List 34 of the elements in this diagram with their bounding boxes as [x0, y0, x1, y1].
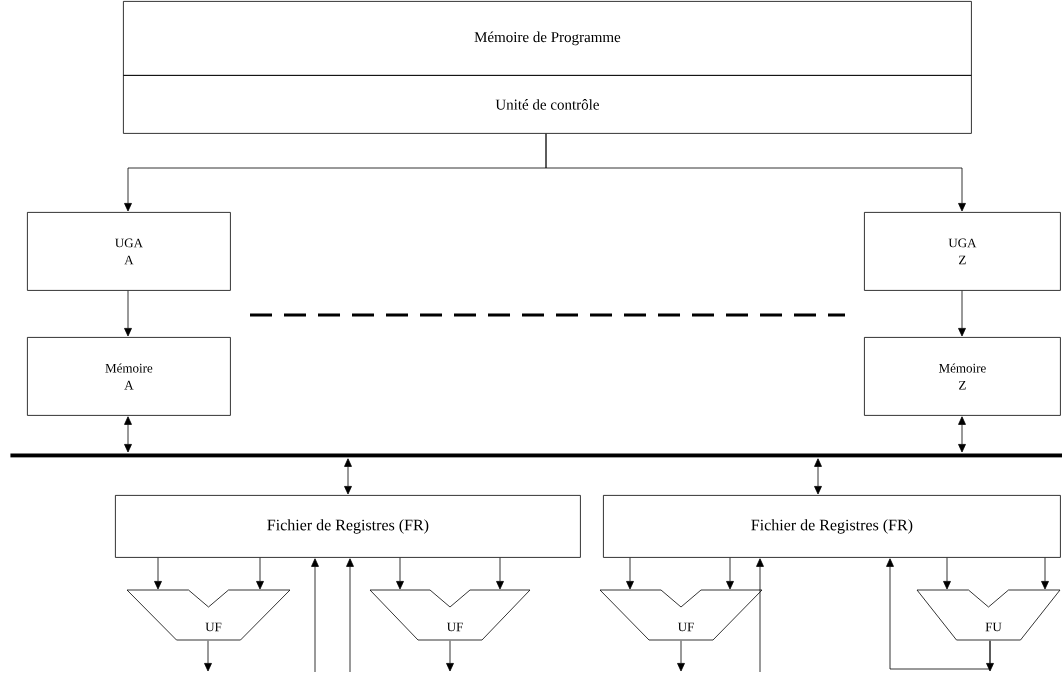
arrow — [677, 640, 685, 672]
arrow — [446, 640, 454, 672]
arrow — [124, 416, 132, 453]
memory-box: Mémoire de Programme — [123, 1, 972, 76]
process-box: UGA Z — [864, 212, 1061, 291]
functional-unit: UF — [599, 589, 763, 641]
arrow — [311, 558, 319, 673]
arrow — [344, 458, 352, 495]
arrow — [886, 558, 991, 670]
arrow — [1041, 557, 1049, 590]
arrow — [958, 416, 966, 453]
arrow — [943, 557, 951, 590]
arrow — [726, 557, 734, 590]
register-file-box: Fichier de Registres (FR) — [115, 495, 581, 558]
arrow — [545, 133, 966, 212]
arrow — [256, 557, 264, 590]
functional-unit: UF — [126, 589, 291, 641]
arrow — [958, 290, 966, 337]
arrow — [756, 558, 764, 673]
arrow — [814, 458, 822, 495]
control-unit-box: Unité de contrôle — [123, 75, 972, 134]
arrow — [346, 558, 354, 673]
memory-box: Mémoire A — [27, 337, 231, 416]
arrow — [496, 557, 504, 590]
process-box: UGA A — [27, 212, 231, 291]
memory-box: Mémoire Z — [864, 337, 1061, 416]
functional-unit: FU — [916, 589, 1061, 641]
functional-unit: UF — [369, 589, 531, 641]
arrow — [124, 290, 132, 337]
arrow — [396, 557, 404, 590]
register-file-box: Fichier de Registres (FR) — [603, 495, 1061, 558]
arrow — [204, 640, 212, 672]
arrow — [626, 557, 634, 590]
arrow — [154, 557, 162, 590]
